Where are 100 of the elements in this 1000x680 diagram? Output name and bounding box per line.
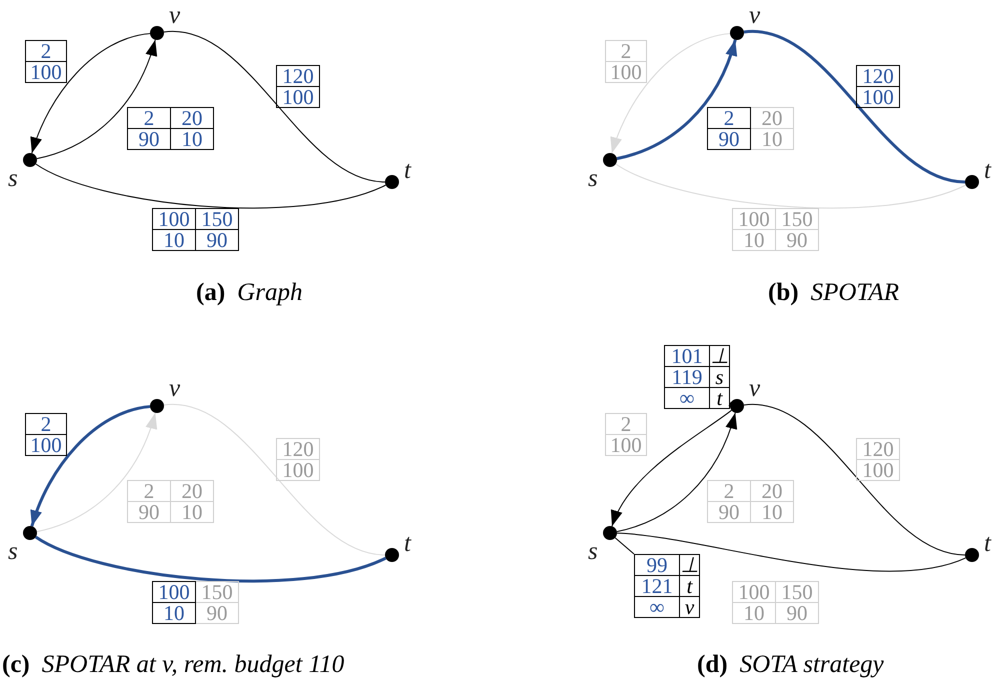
vertex-label: s	[8, 539, 18, 564]
weight-table	[25, 413, 67, 456]
edge-arrow	[31, 33, 151, 154]
subfigure-caption: SPOTAR at v, rem. budget 110	[42, 651, 344, 678]
table-cell: 100	[25, 434, 67, 456]
subfigure-caption: Graph	[237, 279, 302, 306]
table-cell: ⊥	[679, 554, 700, 576]
subfigure-tag: (c)	[2, 651, 30, 678]
vertex-label: v	[749, 376, 760, 401]
table-cell: v	[679, 596, 700, 618]
vertex-dot	[150, 399, 164, 413]
vertex-label: s	[588, 539, 598, 564]
edge-line	[35, 163, 386, 208]
table-cell: t	[709, 387, 730, 409]
vertex-dot	[730, 26, 744, 40]
weight-table	[127, 107, 214, 150]
table-cell: 90	[195, 602, 239, 624]
table-cell: 150	[195, 581, 239, 603]
edge-line	[616, 532, 966, 572]
vertex-dot	[23, 526, 37, 540]
weight-table	[856, 65, 900, 108]
table-cell: 2	[127, 107, 171, 129]
subfigure-tag: (d)	[697, 651, 728, 678]
weight-table	[634, 554, 700, 618]
weight-table	[707, 480, 794, 523]
table-cell: 90	[707, 501, 751, 523]
weight-table	[664, 345, 730, 409]
vertex-label: t	[984, 158, 991, 183]
edge-line	[163, 32, 386, 182]
weight-table	[25, 40, 67, 83]
table-cell: 2	[127, 480, 171, 502]
weight-table	[707, 107, 794, 150]
table-cell: ∞	[664, 387, 710, 409]
vertex-label: t	[984, 531, 991, 556]
table-cell: 2	[707, 480, 751, 502]
table-cell: 10	[170, 128, 214, 150]
weight-table	[732, 208, 819, 251]
table-cell: 10	[170, 501, 214, 523]
vertex-dot	[385, 548, 399, 562]
weight-table	[276, 65, 320, 108]
vertex-dot	[965, 175, 979, 189]
table-cell: 90	[707, 128, 751, 150]
edge-line	[743, 404, 966, 556]
edge-line	[35, 536, 386, 582]
table-cell: 120	[276, 438, 320, 460]
table-cell: 90	[775, 229, 819, 251]
table-cell: 100	[276, 459, 320, 481]
table-cell: 120	[856, 65, 900, 87]
vertex-dot	[965, 548, 979, 562]
table-cell: 120	[276, 65, 320, 87]
vertex-label: v	[169, 376, 180, 401]
table-cell: 2	[25, 413, 67, 435]
vertex-dot	[23, 153, 37, 167]
table-cell: 10	[732, 602, 776, 624]
edge-arrow	[30, 405, 150, 527]
weight-table	[152, 581, 239, 624]
table-cell: 100	[856, 86, 900, 108]
table-cell: 10	[750, 501, 794, 523]
subfigure-caption: SPOTAR	[810, 279, 899, 306]
table-cell: 10	[732, 229, 776, 251]
table-cell: 2	[707, 107, 751, 129]
weight-table	[152, 208, 239, 251]
table-cell: 150	[195, 208, 239, 230]
weight-table	[127, 480, 214, 523]
table-cell: 90	[127, 501, 171, 523]
weight-table	[605, 413, 647, 456]
table-cell: 20	[170, 480, 214, 502]
weight-table	[605, 40, 647, 83]
vertex-dot	[385, 175, 399, 189]
subfigure-tag: (a)	[196, 279, 226, 306]
vertex-label: t	[404, 531, 411, 556]
table-cell: 20	[170, 107, 214, 129]
edge-arrow	[616, 39, 737, 160]
table-cell: 100	[856, 459, 900, 481]
table-cell: 100	[152, 208, 196, 230]
table-cell: ⊥	[709, 345, 730, 367]
table-cell: 2	[25, 40, 67, 62]
edge-line	[744, 30, 966, 184]
table-cell: 101	[664, 345, 710, 367]
edge-arrow	[611, 33, 731, 154]
edge-line	[615, 163, 966, 208]
table-cell: 10	[152, 602, 196, 624]
table-cell: 90	[775, 602, 819, 624]
table-cell: 100	[152, 581, 196, 603]
table-cell: ∞	[634, 596, 680, 618]
edge-line	[163, 404, 386, 556]
subfigure-tag: (b)	[768, 279, 799, 306]
table-cell: 100	[732, 208, 776, 230]
edge-line	[614, 537, 634, 554]
vertex-label: s	[588, 166, 598, 191]
vertex-dot	[603, 526, 617, 540]
table-cell: 150	[775, 581, 819, 603]
weight-table	[276, 438, 320, 481]
table-cell: 20	[750, 480, 794, 502]
table-cell: 100	[605, 61, 647, 83]
vertex-label: v	[169, 3, 180, 28]
table-cell: 100	[732, 581, 776, 603]
weight-table	[856, 438, 900, 481]
table-cell: 90	[195, 229, 239, 251]
vertex-label: v	[749, 3, 760, 28]
